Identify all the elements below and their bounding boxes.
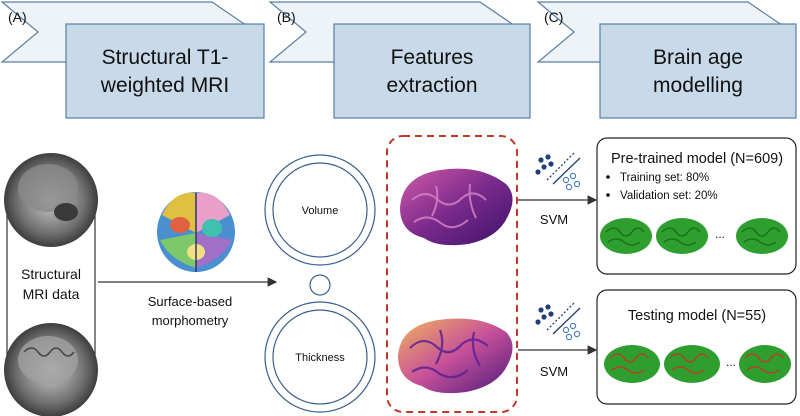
thickness-label: Thickness [295,352,345,364]
volume-circle-inner [272,162,368,258]
bullet-dot [606,175,610,179]
thickness-circle-inner [272,309,368,405]
step-c-line2: modelling [653,74,743,97]
testing-model-box: Testing model (N=55) ... [596,289,797,405]
svm-icon-top [535,151,581,191]
step-b-line1: Features [391,46,474,69]
morphometry-label-line2: morphometry [152,313,229,328]
morphometry-label-line1: Surface-based [148,294,233,309]
volume-circle-outer [264,154,376,266]
step-a-box [65,23,265,119]
mri-top-cerebellum [54,203,78,221]
step-c-letter: (C) [544,9,563,25]
dashed-border [386,135,518,413]
pretrained-title: Pre-trained model (N=609) [611,151,783,167]
step-c: (C) Brain age modelling [536,1,797,119]
bullet-dot [606,193,610,197]
svm-bottom: SVM [518,301,598,379]
mri-label-bg [10,262,92,306]
step-c-box [599,23,797,119]
step-c-line1: Brain age [653,46,743,69]
mri-bottom-folds [23,347,75,357]
svm-top: SVM [518,151,598,227]
testing-brain-1 [604,345,660,383]
pretrained-bullet-validation: Validation set: 20% [620,190,718,202]
volume-label: Volume [302,205,339,217]
green-brain-3 [736,218,788,254]
parcellated-brain-image [157,192,235,272]
volume-surface-brain [400,168,513,246]
svm-bottom-label: SVM [540,364,568,379]
mri-section: Structural MRI data [4,153,98,416]
pretrained-model-box: Pre-trained model (N=609) Training set: … [596,137,797,275]
step-b-letter: (B) [277,9,296,25]
testing-brain-2 [664,345,720,383]
step-a-line1: Structural T1- [102,46,229,69]
pretrained-bullet-training: Training set: 80% [620,172,709,184]
svm-top-label: SVM [540,212,568,227]
thickness-circle-outer [264,301,376,413]
pretrained-ellipsis: ... [715,227,725,241]
green-brain-2 [656,218,708,254]
connector-circle [309,274,331,296]
mri-label-line2: MRI data [23,286,80,302]
svm-icon-bottom [535,301,581,341]
surface-panel [386,135,518,413]
testing-ellipsis: ... [726,355,736,369]
testing-brain-3 [739,345,791,383]
morphometry-section: Surface-based morphometry [98,192,278,328]
mri-label-line1: Structural [21,266,81,282]
step-b: (B) Features extraction [268,1,531,119]
step-b-box [333,23,531,119]
thickness-surface-brain [398,318,513,394]
step-a: (A) Structural T1- weighted MRI [0,1,265,119]
green-brain-1 [600,218,652,254]
testing-title: Testing model (N=55) [628,308,766,324]
step-a-letter: (A) [8,9,27,25]
mri-top-brain [18,164,78,212]
feature-circles: Volume Thickness [264,154,376,413]
step-b-line2: extraction [386,74,477,97]
mri-bottom-brain [18,336,78,384]
step-a-line2: weighted MRI [100,74,229,97]
